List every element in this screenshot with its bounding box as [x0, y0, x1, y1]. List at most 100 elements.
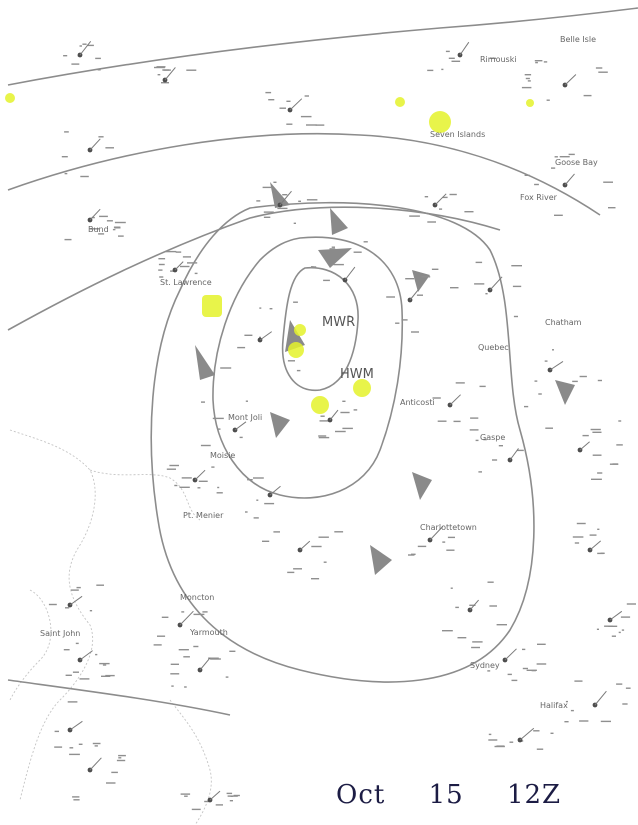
station-tick — [239, 436, 243, 439]
station-tick — [534, 60, 543, 62]
station-tick — [431, 268, 439, 270]
station-tick — [163, 69, 171, 71]
station-tick — [450, 287, 459, 289]
station-tick — [534, 183, 539, 186]
isobar-lower-curve — [7, 679, 231, 716]
highlight-mark — [288, 342, 304, 358]
front-triangle-icon — [555, 380, 575, 405]
station-tick — [488, 739, 498, 741]
station-tick — [409, 215, 420, 217]
station-tick — [244, 334, 253, 336]
place-label: Charlottetown — [420, 523, 477, 532]
station-tick — [237, 346, 246, 349]
place-label: Halifax — [540, 701, 568, 710]
place-label: Chatham — [545, 318, 582, 327]
station-tick — [174, 484, 178, 487]
station-tick — [622, 703, 628, 705]
station-tick — [181, 477, 192, 479]
station-tick — [182, 256, 191, 258]
station-tick — [217, 486, 220, 489]
station-tick — [306, 199, 318, 201]
wind-barb-icon — [549, 360, 564, 371]
station-tick — [411, 331, 419, 333]
wind-barb-icon — [259, 331, 272, 341]
station-tick — [156, 66, 166, 68]
station-tick — [80, 175, 89, 178]
station-tick — [537, 643, 546, 645]
caption-month: Oct — [336, 780, 386, 810]
station-tick — [175, 251, 182, 253]
station-tick — [193, 645, 199, 648]
station-tick — [67, 701, 78, 703]
station-tick — [464, 211, 474, 213]
station-tick — [63, 55, 68, 57]
station-tick — [427, 69, 434, 72]
station-tick — [287, 571, 295, 574]
wind-barb-icon — [594, 690, 607, 706]
station-tick — [158, 269, 163, 271]
place-label: Belle Isle — [560, 35, 596, 44]
station-tick — [279, 107, 286, 109]
station-tick — [313, 266, 317, 268]
front-triangle-icon — [270, 412, 290, 438]
station-tick — [311, 266, 314, 268]
station-tick — [265, 91, 272, 94]
station-tick — [229, 650, 236, 652]
station-tick — [158, 258, 166, 260]
station-tick — [298, 200, 301, 202]
station-tick — [315, 124, 325, 126]
station-tick — [106, 220, 113, 222]
station-tick — [198, 480, 208, 482]
wind-barb-icon — [489, 276, 503, 291]
station-tick — [71, 589, 79, 591]
station-tick — [492, 459, 498, 461]
station-tick — [446, 549, 455, 551]
station-tick — [335, 430, 346, 433]
station-tick — [318, 536, 329, 538]
station-tick — [320, 415, 325, 417]
station-tick — [166, 468, 176, 470]
station-tick — [89, 610, 93, 612]
station-tick — [353, 251, 362, 253]
wind-barb-icon — [589, 540, 602, 551]
station-tick — [533, 730, 540, 732]
front-triangle-icon — [412, 270, 430, 292]
station-tick — [212, 417, 224, 420]
station-tick — [253, 477, 264, 479]
station-plots — [48, 40, 636, 811]
station-tick — [311, 545, 322, 548]
station-tick — [64, 131, 69, 133]
station-tick — [526, 669, 537, 671]
station-tick — [590, 428, 601, 431]
station-tick — [353, 409, 358, 411]
station-tick — [71, 63, 80, 65]
station-tick — [311, 578, 320, 580]
place-label: Rimouski — [480, 55, 517, 64]
station-tick — [439, 208, 443, 210]
place-label: Moncton — [180, 593, 214, 602]
isobar-inner-loop — [281, 266, 359, 391]
station-tick — [597, 379, 602, 382]
station-tick — [101, 675, 111, 677]
station-tick — [186, 69, 197, 71]
station-tick — [114, 221, 126, 224]
station-tick — [263, 216, 271, 218]
station-tick — [54, 746, 63, 748]
station-tick — [183, 656, 190, 658]
station-tick — [323, 561, 327, 563]
station-tick — [620, 616, 631, 618]
station-tick — [253, 517, 259, 519]
station-tick — [259, 336, 261, 339]
station-tick — [170, 673, 180, 675]
station-tick — [598, 71, 608, 73]
highlight-mark — [294, 324, 306, 336]
station-tick — [158, 263, 165, 266]
station-tick — [448, 57, 455, 59]
station-tick — [318, 435, 327, 437]
station-tick — [204, 800, 210, 803]
station-tick — [73, 799, 80, 801]
station-tick — [427, 221, 436, 223]
station-tick — [170, 270, 176, 272]
station-tick — [169, 464, 179, 467]
place-label: Quebec — [478, 343, 509, 352]
